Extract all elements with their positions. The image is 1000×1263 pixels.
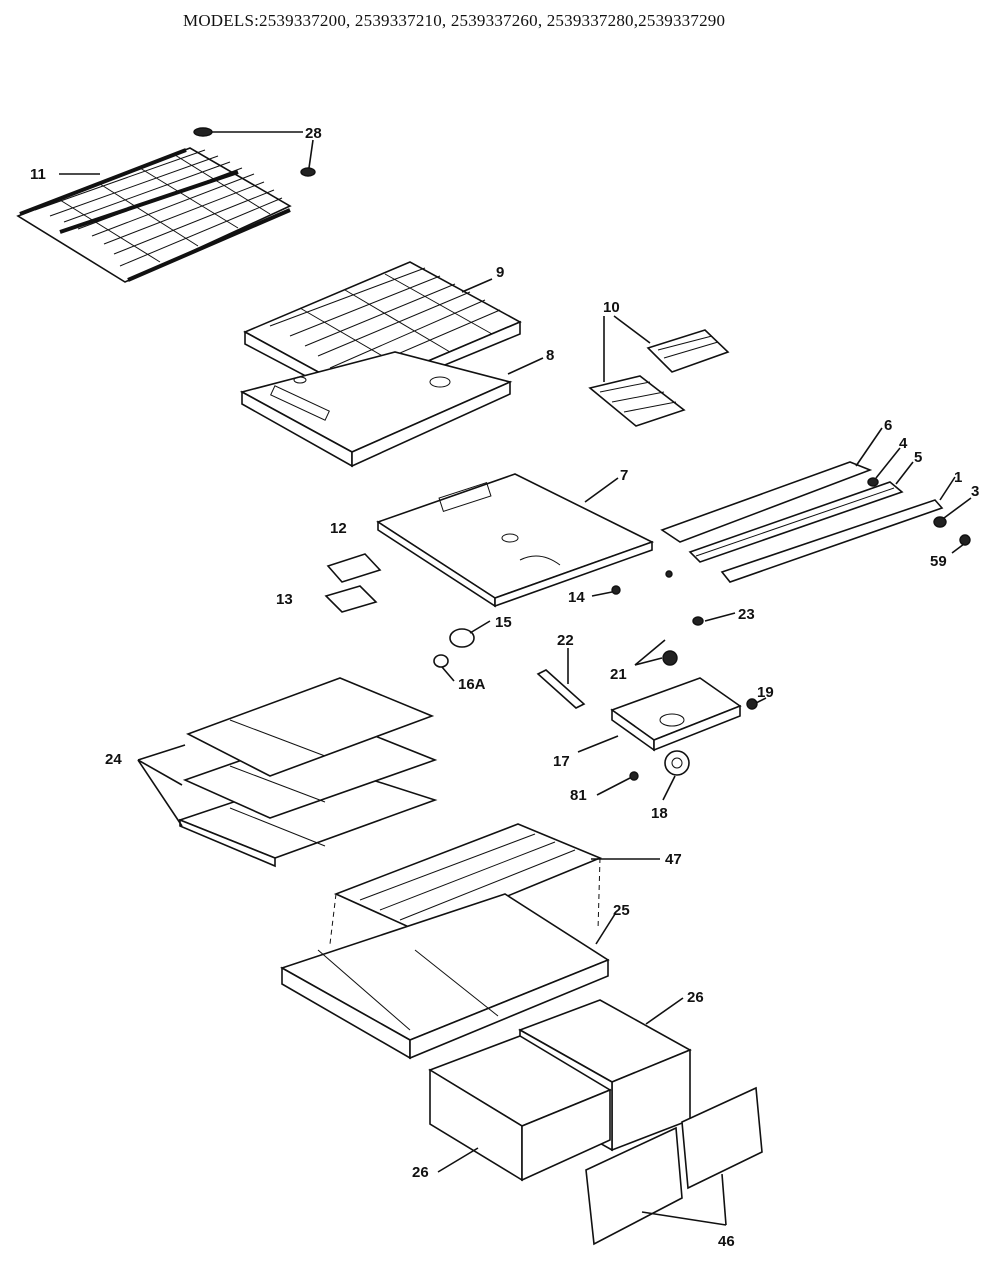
knob-parts <box>629 616 758 781</box>
crisper-cover-part <box>329 823 603 945</box>
callout-12: 12 <box>330 520 347 537</box>
cover-plate-part <box>239 351 513 468</box>
glass-shelf-parts <box>177 677 438 868</box>
callout-21: 21 <box>610 666 627 683</box>
shelf-cap-part <box>193 127 316 177</box>
drawer-front-parts <box>585 1086 763 1246</box>
shelf-plate-part <box>376 473 655 608</box>
small-tray-part <box>588 329 730 427</box>
callout-9: 9 <box>496 264 504 281</box>
callout-6: 6 <box>884 417 892 434</box>
callout-24: 24 <box>105 751 122 768</box>
callout-4: 4 <box>899 435 908 452</box>
callout-16a: 16A <box>458 676 486 693</box>
callout-81: 81 <box>570 787 587 804</box>
callout-59: 59 <box>930 553 947 570</box>
models-title: MODELS:2539337200, 2539337210, 253933726… <box>183 11 725 30</box>
callout-13: 13 <box>276 591 293 608</box>
callout-18: 18 <box>651 805 668 822</box>
callout-15: 15 <box>495 614 512 631</box>
callout-23: 23 <box>738 606 755 623</box>
bracket-part-13 <box>324 585 378 613</box>
callout-7: 7 <box>620 467 628 484</box>
rail-part-5 <box>688 481 904 563</box>
callout-8: 8 <box>546 347 554 364</box>
crisper-drawer-part-left <box>428 1035 612 1182</box>
callout-labels: 11 28 9 10 8 7 6 4 5 1 3 59 12 13 14 15 … <box>30 125 979 1250</box>
wire-shelf-part <box>16 147 292 283</box>
callout-10: 10 <box>603 299 620 316</box>
callout-26-left: 26 <box>412 1164 429 1181</box>
crisper-frame-part <box>280 893 610 1060</box>
callout-46: 46 <box>718 1233 735 1250</box>
callout-26-right: 26 <box>687 989 704 1006</box>
rail-part-1 <box>720 499 944 583</box>
bracket-part-12 <box>326 553 382 583</box>
bar-part-22 <box>536 669 586 709</box>
callout-14: 14 <box>568 589 585 606</box>
callout-5: 5 <box>914 449 922 466</box>
lamp-parts <box>433 628 475 668</box>
rail-part-6 <box>660 461 873 543</box>
callout-25: 25 <box>613 902 630 919</box>
callout-28: 28 <box>305 125 322 142</box>
callout-19: 19 <box>757 684 774 701</box>
callout-17: 17 <box>553 753 570 770</box>
leader-lines <box>59 131 972 1226</box>
callout-22: 22 <box>557 632 574 649</box>
control-housing-part <box>610 677 742 752</box>
screw-parts <box>611 477 971 595</box>
callout-11: 11 <box>30 166 46 183</box>
callout-3: 3 <box>971 483 979 500</box>
callout-47: 47 <box>665 851 682 868</box>
callout-1: 1 <box>954 469 962 486</box>
